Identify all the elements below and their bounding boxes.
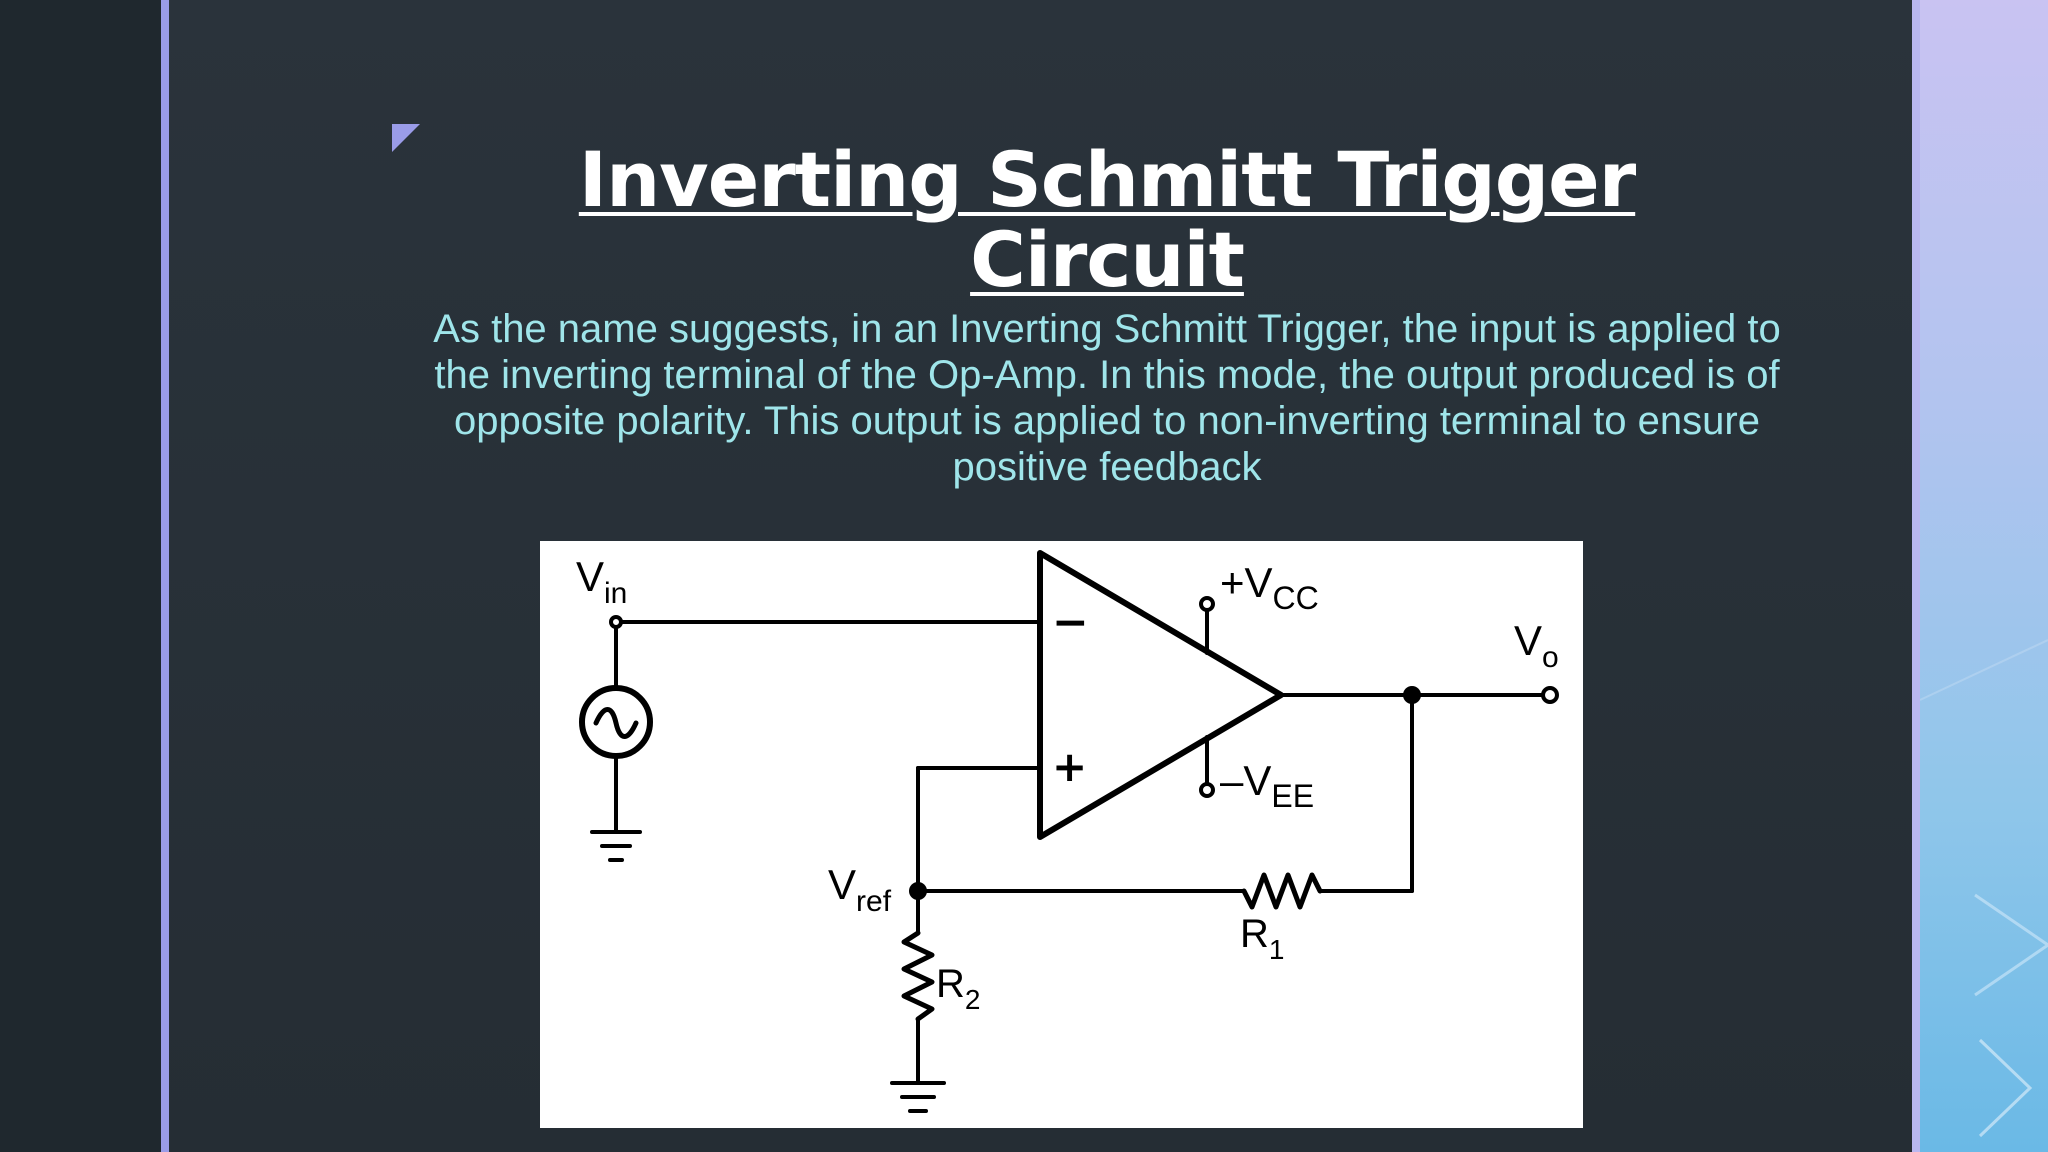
triangle-corner-icon [392,124,420,152]
schmitt-circuit-svg: − + Vin +VCC –VEE Vo Vref R1 R2 [576,550,1559,1113]
resistor-r1 [1241,872,1323,910]
vo-terminal [1541,686,1559,704]
circuit-diagram: − + Vin +VCC –VEE Vo Vref R1 R2 [540,541,1583,1128]
output-node [1403,686,1421,704]
vin-terminal [609,615,623,629]
slide-body-text: As the name suggests, in an Inverting Sc… [433,307,1781,489]
op-amp-symbol [1037,550,1284,840]
ac-wave-icon [593,707,639,739]
resistor-r2 [901,930,935,1022]
vcc-label: +VCC [1220,559,1319,616]
left-margin [0,0,160,1152]
vee-terminal [1199,782,1215,798]
vref-node [909,882,927,900]
noninverting-sign: + [1052,742,1087,791]
right-accent-rule [1912,0,1920,1152]
r2-label: R2 [936,962,980,1015]
vin-label: Vin [576,553,627,610]
chevron-decor-icon [1920,639,2048,1138]
inverting-sign: − [1052,597,1089,648]
vref-label: Vref [828,861,892,918]
right-decor-panel [1920,0,2048,1152]
vo-label: Vo [1514,617,1559,674]
left-accent-rule [161,0,169,1152]
r1-label: R1 [1240,912,1284,965]
vcc-terminal [1199,596,1215,612]
vee-label: –VEE [1220,757,1314,814]
slide-title: Inverting Schmitt Trigger Circuit [578,135,1636,304]
